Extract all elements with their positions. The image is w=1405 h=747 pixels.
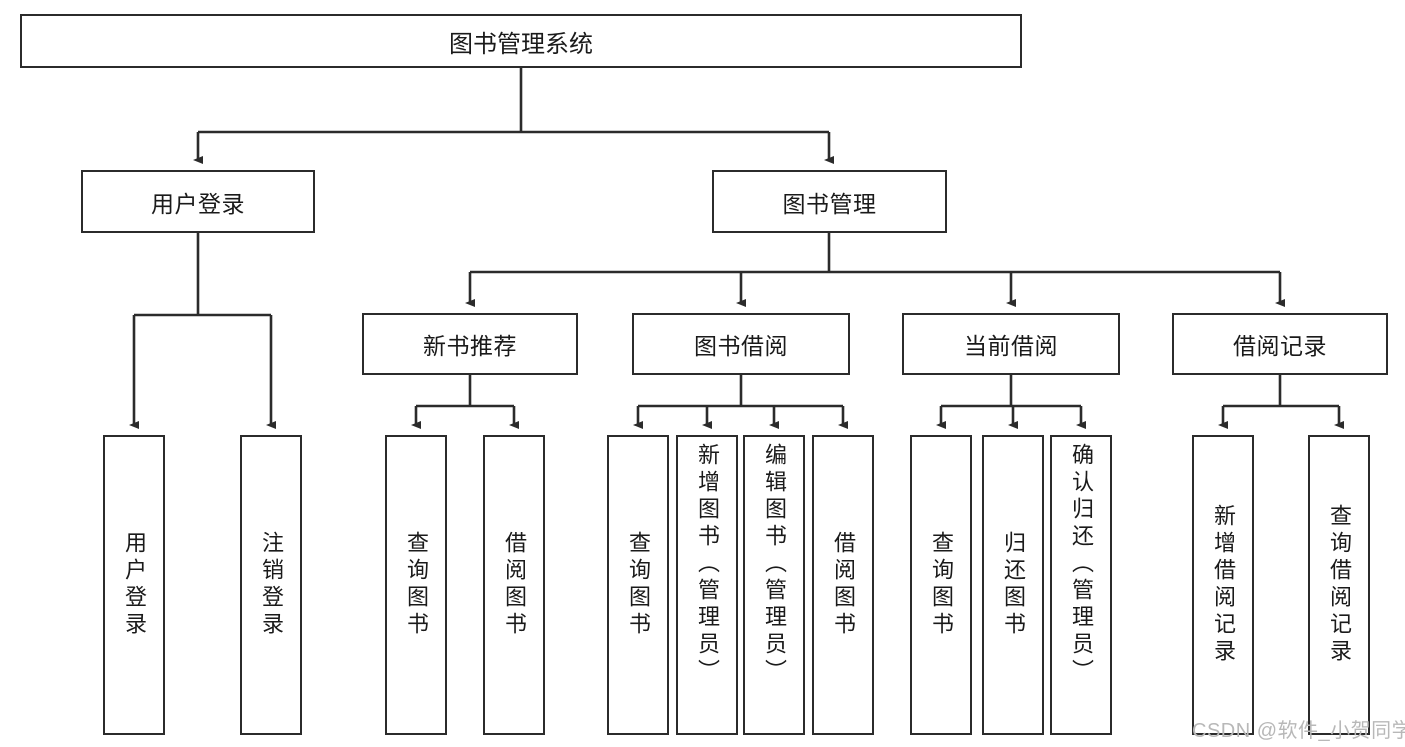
leaf-inner: 用户登录 [105, 437, 163, 733]
node-label: 用户登录 [122, 531, 147, 639]
node-label: 查询借阅记录 [1327, 504, 1352, 666]
node-borrow-record[interactable]: 借阅记录 [1172, 313, 1388, 375]
node-current-borrow[interactable]: 当前借阅 [902, 313, 1120, 375]
node-label: 借阅图书 [831, 531, 856, 639]
node-user-login[interactable]: 用户登录 [81, 170, 315, 233]
leaf-borrow-books-borrow[interactable]: 借阅图书 [812, 435, 874, 735]
leaf-inner: 查询图书 [609, 437, 667, 733]
node-label: 新书推荐 [423, 333, 517, 359]
node-label: 编辑图书（管理员） [762, 443, 787, 686]
node-label: 借阅图书 [502, 531, 527, 639]
leaf-add-borrow-record[interactable]: 新增借阅记录 [1192, 435, 1254, 735]
leaf-inner: 查询图书 [387, 437, 445, 733]
leaf-edit-book-admin[interactable]: 编辑图书（管理员） [743, 435, 805, 735]
node-root[interactable]: 图书管理系统 [20, 14, 1022, 68]
node-label: 用户登录 [151, 190, 245, 217]
leaf-inner: 新增图书（管理员） [678, 437, 736, 739]
node-book-borrow[interactable]: 图书借阅 [632, 313, 850, 375]
leaf-inner: 新增借阅记录 [1194, 437, 1252, 733]
node-label: 图书管理 [782, 190, 877, 217]
leaf-query-books-recommend[interactable]: 查询图书 [385, 435, 447, 735]
node-label: 确认归还（管理员） [1069, 443, 1094, 686]
leaf-logout-login[interactable]: 注销登录 [240, 435, 302, 735]
leaf-add-book-admin[interactable]: 新增图书（管理员） [676, 435, 738, 735]
leaf-query-books-borrow[interactable]: 查询图书 [607, 435, 669, 735]
leaf-return-books[interactable]: 归还图书 [982, 435, 1044, 735]
leaf-query-books-current[interactable]: 查询图书 [910, 435, 972, 735]
node-book-management[interactable]: 图书管理 [712, 170, 947, 233]
node-label: 查询图书 [626, 531, 651, 639]
leaf-borrow-books-recommend[interactable]: 借阅图书 [483, 435, 545, 735]
node-label: 当前借阅 [964, 333, 1058, 359]
node-label: 借阅记录 [1233, 333, 1327, 359]
csdn-watermark: CSDN @软件_小贺同学 [1192, 720, 1405, 742]
leaf-inner: 查询图书 [912, 437, 970, 733]
node-new-book-recommend[interactable]: 新书推荐 [362, 313, 578, 375]
node-label: 图书管理系统 [449, 30, 593, 58]
leaf-query-borrow-record[interactable]: 查询借阅记录 [1308, 435, 1370, 735]
node-label: 图书借阅 [694, 333, 788, 359]
node-label: 新增借阅记录 [1211, 504, 1236, 666]
node-label: 注销登录 [259, 531, 284, 639]
leaf-user-login[interactable]: 用户登录 [103, 435, 165, 735]
leaf-inner: 查询借阅记录 [1310, 437, 1368, 733]
node-label: 查询图书 [929, 531, 954, 639]
leaf-inner: 借阅图书 [485, 437, 543, 733]
leaf-inner: 归还图书 [984, 437, 1042, 733]
node-label: 查询图书 [404, 531, 429, 639]
leaf-inner: 借阅图书 [814, 437, 872, 733]
leaf-confirm-return-admin[interactable]: 确认归还（管理员） [1050, 435, 1112, 735]
node-label: 归还图书 [1001, 531, 1026, 639]
leaf-inner: 编辑图书（管理员） [745, 437, 803, 739]
leaf-inner: 注销登录 [242, 437, 300, 733]
leaf-inner: 确认归还（管理员） [1052, 437, 1110, 739]
node-label: 新增图书（管理员） [695, 443, 720, 686]
